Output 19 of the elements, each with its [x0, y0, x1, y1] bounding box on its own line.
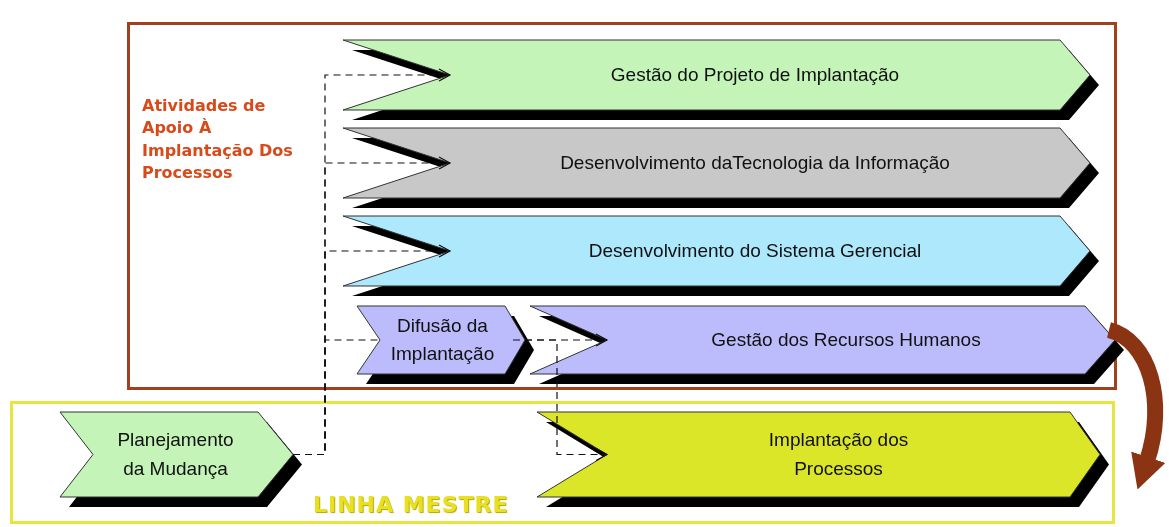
- group-heading: Atividades de Apoio À Implantação Dos Processos: [142, 95, 294, 185]
- step-label: Difusão da Implantação: [389, 313, 496, 366]
- step-label: Gestão do Projeto de Implantação: [610, 62, 900, 87]
- step-label: Planejamento da Mudança: [116, 428, 235, 481]
- dashed-connector: [512, 333, 608, 347]
- chevron-arrow-box: [343, 216, 1099, 296]
- chevron-arrow-box: [357, 306, 534, 384]
- chevron-arrow-box: [530, 306, 1124, 384]
- step-label: Implantação dos Processos: [767, 428, 910, 481]
- chevron-arrow-box: [343, 128, 1099, 208]
- step-label: Gestão dos Recursos Humanos: [711, 327, 981, 352]
- chevron-arrow-box: [537, 412, 1109, 507]
- group-heading: LINHA MESTRE: [313, 491, 510, 519]
- group-frame: [10, 401, 1115, 524]
- step-label: Desenvolvimento do Sistema Gerencial: [588, 238, 922, 263]
- dashed-connector: [524, 339, 608, 462]
- chevron-arrow-box: [60, 412, 302, 507]
- chevron-arrow-box: [343, 40, 1099, 120]
- step-label: Desenvolvimento daTecnologia da Informação: [560, 150, 950, 175]
